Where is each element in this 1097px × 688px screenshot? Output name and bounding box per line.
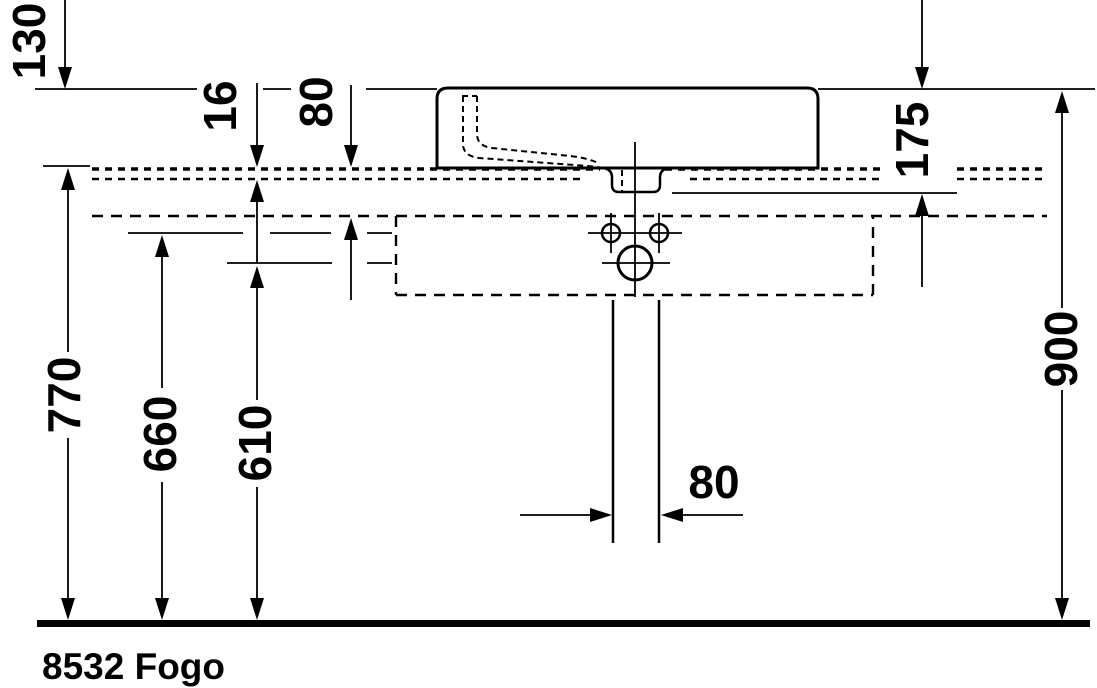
dim-label-660: 660 xyxy=(134,396,186,473)
arrowhead-right-icon xyxy=(590,508,612,522)
arrowhead-down-icon xyxy=(58,67,72,89)
dim-175: 175 xyxy=(886,0,938,287)
dim-770: 770 xyxy=(38,168,90,620)
dim-label-175: 175 xyxy=(886,102,938,179)
inner-bowl-dashed-contour xyxy=(462,95,623,191)
arrowhead-down-icon xyxy=(155,598,169,620)
dim-label-610: 610 xyxy=(229,405,281,482)
dim-80-drain: 80 xyxy=(520,456,743,522)
dim-610: 610 xyxy=(229,266,281,620)
arrowhead-down-icon xyxy=(61,598,75,620)
dim-label-16: 16 xyxy=(194,80,246,131)
arrowhead-up-icon xyxy=(250,266,264,288)
drain-pipe-lines xyxy=(611,300,661,543)
arrowhead-down-icon xyxy=(1055,598,1069,620)
arrowhead-up-icon xyxy=(1055,91,1069,113)
dim-label-80-console: 80 xyxy=(290,76,342,127)
model-label: 8532 Fogo xyxy=(42,646,225,687)
dim-label-770: 770 xyxy=(38,357,90,434)
arrowhead-up-icon xyxy=(61,168,75,190)
dim-label-130: 130 xyxy=(3,3,55,80)
dim-label-80-drain: 80 xyxy=(688,456,739,508)
arrowhead-down-icon xyxy=(915,67,929,89)
arrowhead-down-icon xyxy=(250,145,264,167)
arrowhead-up-icon xyxy=(250,180,264,202)
dim-16: 16 xyxy=(194,80,264,263)
dim-900: 900 xyxy=(1035,91,1087,620)
arrowhead-down-icon xyxy=(344,145,358,167)
arrowhead-up-icon xyxy=(344,218,358,240)
arrowhead-up-icon xyxy=(915,194,929,216)
arrowhead-down-icon xyxy=(250,598,264,620)
washbasin-outline xyxy=(435,86,820,170)
dim-130: 130 xyxy=(3,0,72,89)
dim-660: 660 xyxy=(134,235,186,620)
drain-outlet-circle xyxy=(602,244,670,282)
arrowhead-up-icon xyxy=(155,235,169,257)
dim-80-console: 80 xyxy=(290,76,358,300)
arrowhead-left-icon xyxy=(661,508,683,522)
drain-trap xyxy=(602,166,670,194)
dim-label-900: 900 xyxy=(1035,311,1087,388)
